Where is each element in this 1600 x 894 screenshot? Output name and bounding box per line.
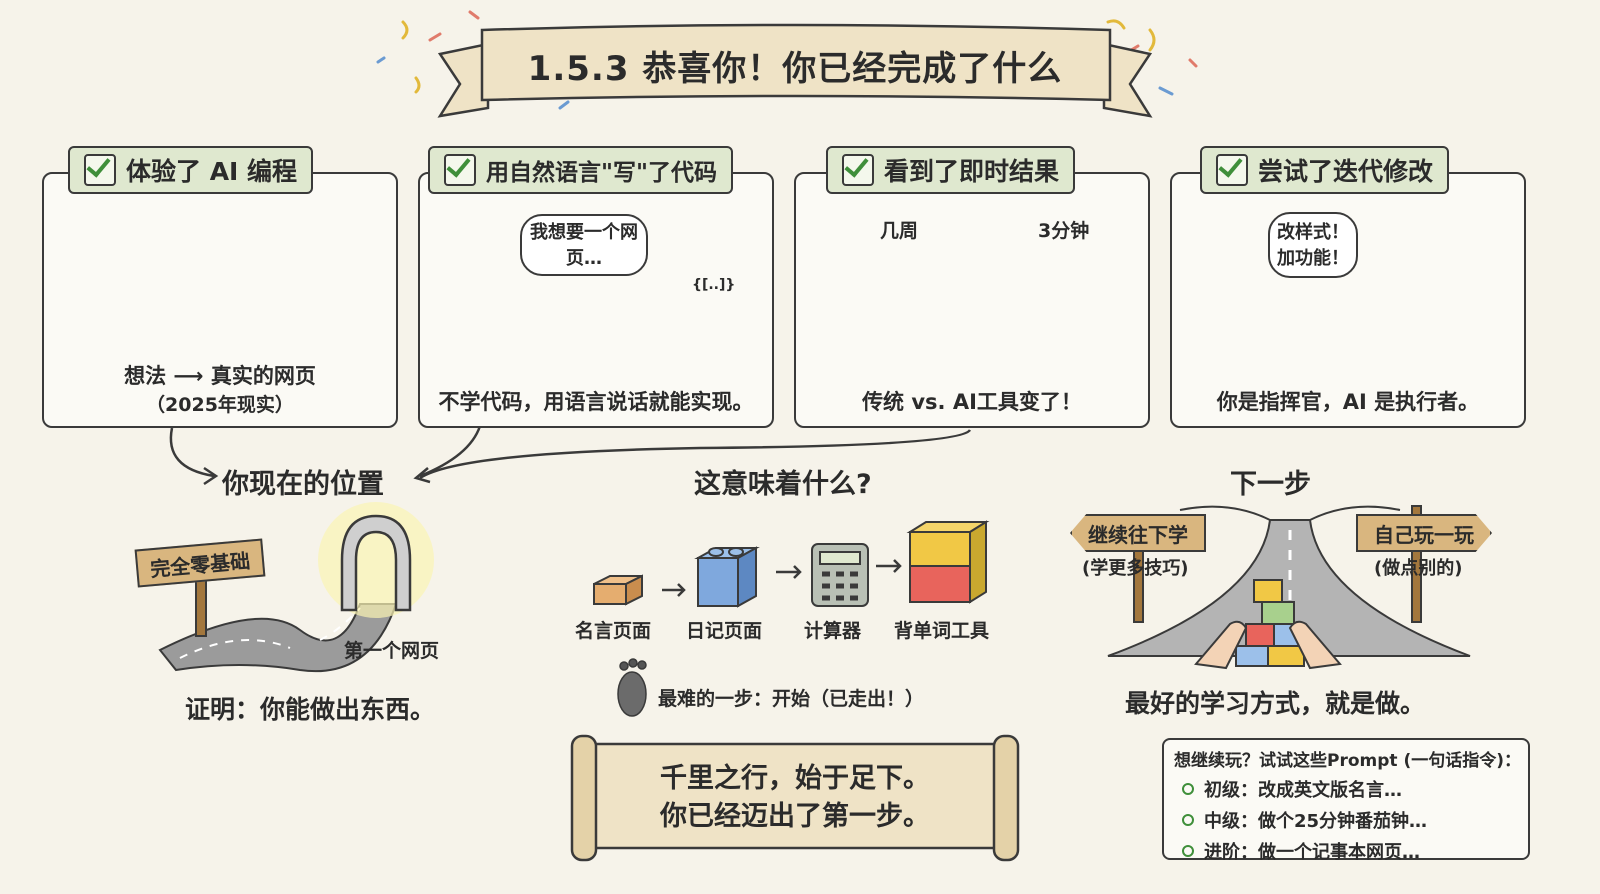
step-label: 计算器	[804, 620, 862, 642]
footnote: 最难的一步：开始（已走出！）	[658, 688, 925, 710]
card-caption: 不学代码，用语言说话就能实现。	[438, 390, 754, 414]
card-heading-label: 用自然语言"写"了代码	[486, 160, 717, 186]
prompt-tips-box: 想继续玩？试试这些Prompt (一句话指令)： 初级：改成英文版名言… 中级：…	[1162, 738, 1530, 863]
card-instant-results	[794, 172, 1150, 428]
tip-item: 初级：改成英文版名言…	[1174, 776, 1518, 802]
tip-text: 中级：做个25分钟番茄钟…	[1204, 811, 1428, 832]
page-title: 1.5.3 恭喜你！你已经完成了什么	[527, 48, 1063, 89]
code-symbol: {[..]}	[692, 277, 736, 293]
position-caption: 证明：你能做出东西。	[184, 695, 435, 724]
label-weeks: 几周	[880, 220, 919, 242]
scroll-quote: 千里之行，始于足下。 你已经迈出了第一步。	[600, 760, 990, 836]
block-blue-icon	[694, 546, 760, 608]
arrow-icon	[876, 559, 902, 573]
arrow-icon	[169, 427, 215, 478]
sign-sub-left: (学更多技巧)	[1082, 558, 1189, 579]
footprint-icon	[617, 658, 647, 717]
bullet-icon	[1182, 783, 1194, 795]
card-heading-label: 看到了即时结果	[884, 157, 1060, 186]
next-caption: 最好的学习方式，就是做。	[1124, 689, 1425, 718]
tip-text: 初级：改成英文版名言…	[1204, 780, 1402, 801]
card-caption: 你是指挥官，AI 是执行者。	[1216, 390, 1480, 414]
bullet-icon	[1182, 845, 1194, 857]
tip-item: 进阶：做一个记事本网页…	[1174, 838, 1518, 864]
section-title-position: 你现在的位置	[222, 469, 384, 500]
card-heading: 看到了即时结果	[826, 146, 1076, 194]
calculator-icon	[811, 543, 869, 607]
section-title-next: 下一步	[1230, 469, 1311, 500]
section-title-meaning: 这意味着什么?	[694, 469, 872, 500]
title-ribbon	[437, 23, 1153, 118]
tip-item: 中级：做个25分钟番茄钟…	[1174, 807, 1518, 833]
signpost	[1411, 505, 1422, 623]
bullet-icon	[1182, 814, 1194, 826]
step-label: 日记页面	[686, 620, 763, 642]
card-heading: 用自然语言"写"了代码	[428, 146, 733, 194]
scroll-line: 你已经迈出了第一步。	[660, 801, 930, 832]
card-heading: 体验了 AI 编程	[68, 146, 314, 194]
signpost	[195, 575, 207, 637]
card-ai-programming	[42, 172, 398, 428]
scroll-line: 千里之行，始于足下。	[660, 763, 930, 794]
checkbox-icon	[444, 154, 476, 186]
hands-blocks-icon	[1194, 579, 1342, 670]
arch-icon	[318, 502, 434, 618]
sign-play-yourself: 自己玩一玩	[1356, 514, 1492, 552]
sign-keep-learning: 继续往下学	[1070, 514, 1206, 552]
scroll-icon	[570, 734, 1020, 862]
checkbox-icon	[842, 154, 874, 186]
sign-sub-right: (做点别的)	[1374, 558, 1463, 579]
arrow-icon	[776, 565, 802, 579]
speech-bubble: 我想要一个网页…	[520, 214, 648, 276]
arrow-icon	[662, 583, 686, 597]
crossroad-icon	[1107, 505, 1471, 657]
card-caption: 想法 ⟶ 真实的网页	[124, 364, 316, 388]
speech-bubble: 改样式！加功能！	[1268, 212, 1358, 278]
checkbox-icon	[84, 154, 116, 186]
step-label: 名言页面	[575, 620, 652, 642]
card-caption-sub: （2025年现实）	[146, 394, 294, 416]
block-small-icon	[593, 574, 643, 606]
milestone-label: 第一个网页	[344, 640, 440, 662]
card-heading-label: 尝试了迭代修改	[1258, 157, 1434, 186]
checkbox-icon	[1216, 154, 1248, 186]
card-heading: 尝试了迭代修改	[1200, 146, 1450, 194]
block-stack-icon	[906, 520, 990, 604]
tip-text: 进阶：做一个记事本网页…	[1204, 842, 1420, 863]
step-label: 背单词工具	[894, 620, 990, 642]
tips-heading: 想继续玩？试试这些Prompt (一句话指令)：	[1174, 751, 1521, 771]
card-caption: 传统 vs. AI工具变了！	[862, 390, 1082, 414]
card-heading-label: 体验了 AI 编程	[126, 157, 298, 186]
label-minutes: 3分钟	[1038, 220, 1090, 242]
